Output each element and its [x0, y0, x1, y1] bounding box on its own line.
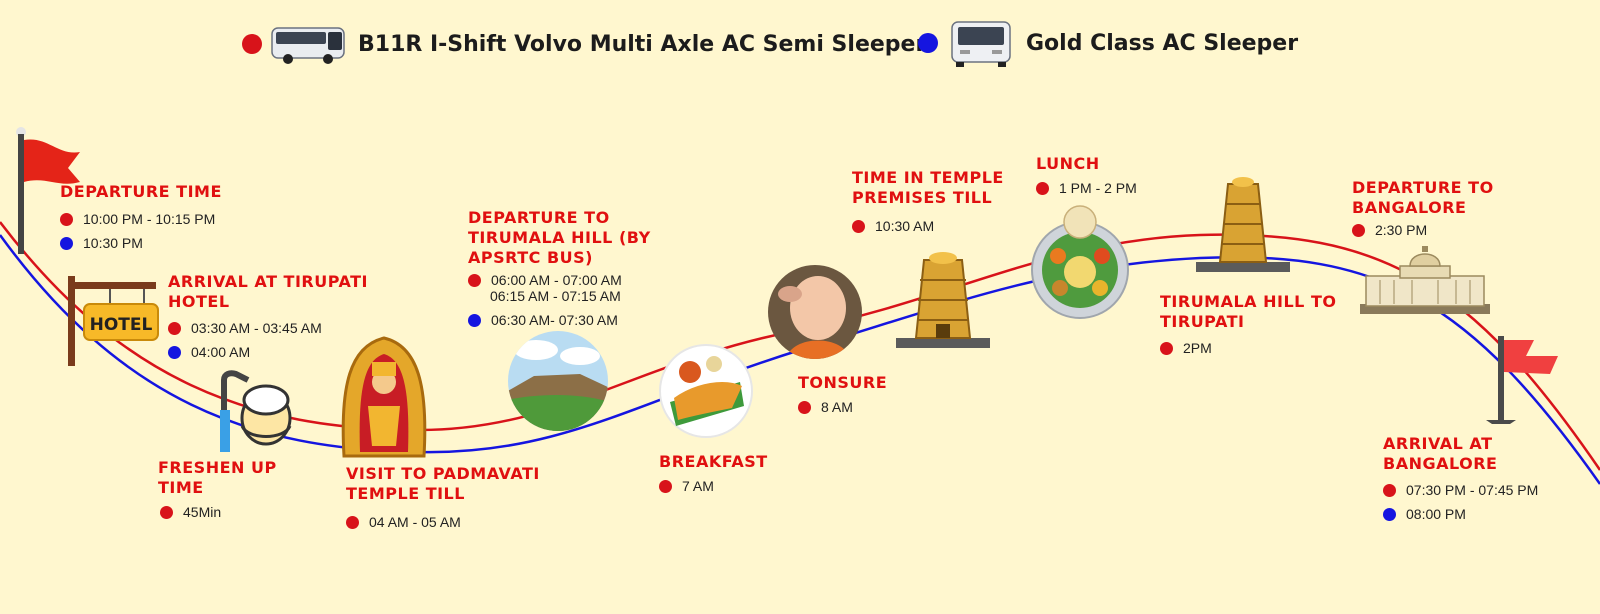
red-dot [852, 219, 865, 233]
stop-title: TIRUMALA HILL TO TIRUPATI [1160, 292, 1337, 331]
stop-tonsure: TONSURE 8 AM [798, 373, 887, 415]
red-dot [659, 479, 672, 493]
stop-title: ARRIVAL AT BANGALORE [1383, 434, 1498, 473]
stop-hill-to-tirupati: TIRUMALA HILL TO TIRUPATI 2PM [1160, 292, 1360, 356]
time-row: 06:00 AM - 07:00 AM [468, 272, 668, 288]
time-row: 10:30 AM [852, 218, 1022, 234]
hill-photo-icon [508, 331, 608, 431]
time-row: 10:30 PM [60, 235, 222, 251]
temple-tower-icon [1196, 177, 1290, 272]
time-text: 1 PM - 2 PM [1059, 180, 1137, 196]
stop-departure-bangalore: DEPARTURE TO BANGALORE 2:30 PM [1352, 178, 1502, 238]
time-row: 2PM [1160, 340, 1360, 356]
time-text: 10:00 PM - 10:15 PM [83, 211, 216, 227]
thali-icon [1031, 205, 1129, 319]
legend-label: B11R I-Shift Volvo Multi Axle AC Semi Sl… [358, 31, 927, 57]
red-dot [60, 212, 73, 226]
tonsure-photo-icon [768, 265, 862, 359]
bus-icon [271, 27, 345, 64]
stop-hotel: ARRIVAL AT TIRUPATI HOTEL 03:30 AM - 03:… [168, 272, 388, 360]
time-text: 7 AM [682, 478, 714, 494]
red-dot [1160, 341, 1173, 355]
stop-title: DEPARTURE TO TIRUMALA HILL (BY APSRTC BU… [468, 208, 651, 267]
time-row: 2:30 PM [1352, 222, 1502, 238]
time-text: 03:30 AM - 03:45 AM [191, 320, 322, 336]
time-row: 8 AM [798, 399, 887, 415]
red-dot [1383, 483, 1396, 497]
legend-item-semi-sleeper: B11R I-Shift Volvo Multi Axle AC Semi Sl… [242, 22, 926, 66]
time-row: 06:30 AM- 07:30 AM [468, 312, 668, 328]
time-text: 2PM [1183, 340, 1212, 356]
temple-tower-icon [896, 252, 990, 348]
time-row: 04 AM - 05 AM [346, 514, 556, 530]
stop-departure: DEPARTURE TIME 10:00 PM - 10:15 PM 10:30… [60, 182, 222, 251]
time-text: 45Min [183, 504, 222, 520]
stop-arrival-bangalore: ARRIVAL AT BANGALORE 07:30 PM - 07:45 PM… [1383, 434, 1573, 522]
red-dot [798, 400, 811, 414]
time-text: 06:00 AM - 07:00 AM [491, 272, 622, 288]
time-text: 06:15 AM - 07:15 AM [490, 288, 621, 304]
shower-icon [220, 370, 292, 452]
time-text: 8 AM [821, 399, 853, 415]
bus-icon [951, 21, 1011, 67]
hotel-sign-text: HOTEL [90, 315, 153, 335]
stop-title: LUNCH [1036, 154, 1100, 173]
time-text: 04:00 AM [191, 344, 251, 360]
stop-tirumala-departure: DEPARTURE TO TIRUMALA HILL (BY APSRTC BU… [468, 208, 668, 328]
red-dot [468, 273, 481, 287]
red-dot [1036, 181, 1049, 195]
stop-temple-premises: TIME IN TEMPLE PREMISES TILL 10:30 AM [852, 168, 1022, 234]
stop-title: TONSURE [798, 373, 888, 392]
stop-title: ARRIVAL AT TIRUPATI HOTEL [168, 272, 368, 311]
flag-icon [1486, 336, 1558, 424]
flag-icon [16, 127, 80, 254]
legend-red-dot [242, 34, 262, 54]
vidhana-soudha-icon [1360, 246, 1490, 314]
stop-padmavati: VISIT TO PADMAVATI TEMPLE TILL 04 AM - 0… [346, 464, 556, 530]
time-text: 04 AM - 05 AM [369, 514, 461, 530]
time-text: 08:00 PM [1406, 506, 1466, 522]
legend-label: Gold Class AC Sleeper [1026, 30, 1299, 56]
stop-title: VISIT TO PADMAVATI TEMPLE TILL [346, 464, 540, 503]
stop-title: DEPARTURE TO BANGALORE [1352, 178, 1494, 217]
time-row: 45Min [158, 504, 298, 520]
time-text: 10:30 AM [875, 218, 935, 234]
stop-freshen-up: FRESHEN UP TIME 45Min [158, 458, 298, 520]
time-text: 10:30 PM [83, 235, 143, 251]
stop-title: TIME IN TEMPLE PREMISES TILL [852, 168, 1004, 207]
stop-breakfast: BREAKFAST 7 AM [659, 452, 768, 494]
time-row: 08:00 PM [1383, 506, 1573, 522]
time-text: 2:30 PM [1375, 222, 1428, 238]
red-dot [1352, 223, 1365, 237]
stop-title: BREAKFAST [659, 452, 768, 471]
hotel-sign-icon: HOTEL [68, 276, 159, 366]
blue-dot [468, 313, 481, 327]
red-dot [160, 505, 173, 519]
deity-icon [341, 336, 427, 458]
red-dot [168, 321, 181, 335]
stop-title: DEPARTURE TIME [60, 182, 222, 201]
stop-title: FRESHEN UP TIME [158, 458, 277, 497]
time-row: 06:15 AM - 07:15 AM [468, 288, 668, 304]
time-text: 06:30 AM- 07:30 AM [491, 312, 618, 328]
time-row: 04:00 AM [168, 344, 388, 360]
blue-dot [1383, 507, 1396, 521]
time-row: 7 AM [659, 478, 768, 494]
red-dot [346, 515, 359, 529]
time-text: 07:30 PM - 07:45 PM [1406, 482, 1539, 498]
legend-item-sleeper: Gold Class AC Sleeper [918, 18, 1298, 68]
time-row: 03:30 AM - 03:45 AM [168, 320, 388, 336]
time-row: 10:00 PM - 10:15 PM [60, 211, 222, 227]
stop-lunch: LUNCH 1 PM - 2 PM [1036, 154, 1137, 196]
blue-dot [60, 236, 73, 250]
time-row: 1 PM - 2 PM [1036, 180, 1137, 196]
dosa-icon [659, 344, 753, 438]
legend-blue-dot [918, 33, 938, 53]
time-row: 07:30 PM - 07:45 PM [1383, 482, 1573, 498]
blue-dot [168, 345, 181, 359]
